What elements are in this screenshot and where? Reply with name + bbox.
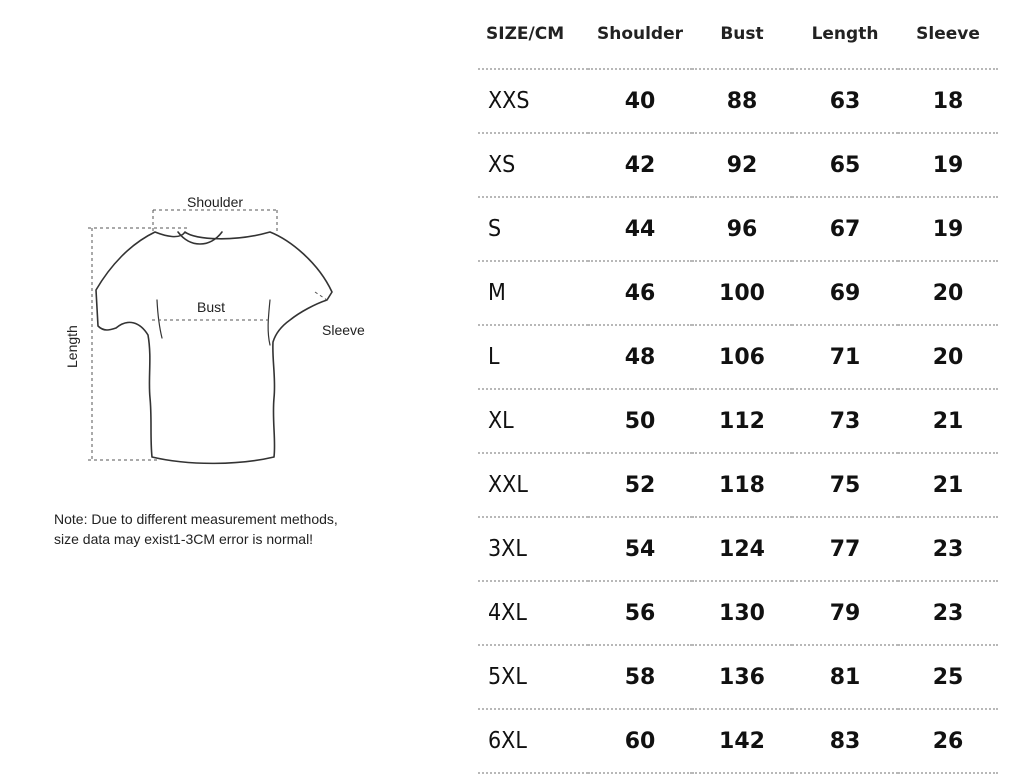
shoulder-label: Shoulder [187,194,243,210]
cell-size: XXL [478,453,588,518]
cell-sleeve: 23 [898,517,998,582]
cell-length: 75 [792,453,898,518]
cell-length: 67 [792,197,898,262]
cell-shoulder: 50 [588,389,692,454]
cell-sleeve: 25 [898,645,998,710]
cell-shoulder: 46 [588,261,692,326]
cell-length: 69 [792,261,898,326]
cell-bust: 142 [692,709,792,774]
header-size: SIZE/CM [486,24,565,44]
cell-length: 81 [792,645,898,710]
cell-shoulder: 40 [588,69,692,134]
cell-bust: 100 [692,261,792,326]
cell-sleeve: 20 [898,261,998,326]
sleeve-measure-line [314,291,331,303]
note-line-1: Note: Due to different measurement metho… [54,511,338,527]
cell-bust: 118 [692,453,792,518]
cell-bust: 88 [692,69,792,134]
header-length: Length [811,24,879,44]
cell-size: 3XL [478,517,588,582]
cell-size: 4XL [478,581,588,646]
cell-bust: 106 [692,325,792,390]
cell-size: XS [478,133,588,198]
cell-sleeve: 21 [898,453,998,518]
header-shoulder: Shoulder [596,24,684,44]
cell-length: 83 [792,709,898,774]
table-header-row: SIZE/CM Shoulder Bust Length Sleeve [478,0,998,69]
cell-size: 6XL [478,709,588,774]
cell-bust: 136 [692,645,792,710]
cell-length: 63 [792,69,898,134]
cell-size: S [478,197,588,262]
cell-length: 65 [792,133,898,198]
cell-length: 77 [792,517,898,582]
cell-sleeve: 21 [898,389,998,454]
header-bust: Bust [720,24,764,44]
cell-bust: 96 [692,197,792,262]
cell-bust: 92 [692,133,792,198]
cell-sleeve: 19 [898,197,998,262]
cell-length: 73 [792,389,898,454]
cell-shoulder: 42 [588,133,692,198]
cell-size: M [478,261,588,326]
cell-sleeve: 19 [898,133,998,198]
sleeve-label: Sleeve [322,322,365,338]
header-sleeve: Sleeve [916,24,980,44]
cell-length: 71 [792,325,898,390]
note-line-2: size data may exist1-3CM error is normal… [54,531,314,547]
cell-size: XXS [478,69,588,134]
cell-bust: 112 [692,389,792,454]
tshirt-diagram: Shoulder Bust Sleeve Length [64,194,365,465]
cell-size: 5XL [478,645,588,710]
cell-shoulder: 54 [588,517,692,582]
cell-bust: 124 [692,517,792,582]
cell-size: XL [478,389,588,454]
bust-label: Bust [197,299,225,315]
cell-shoulder: 58 [588,645,692,710]
cell-shoulder: 60 [588,709,692,774]
cell-bust: 130 [692,581,792,646]
cell-shoulder: 44 [588,197,692,262]
cell-length: 79 [792,581,898,646]
measurement-lines [88,209,331,461]
length-label: Length [64,325,80,368]
cell-sleeve: 26 [898,709,998,774]
cell-shoulder: 48 [588,325,692,390]
cell-sleeve: 23 [898,581,998,646]
cell-shoulder: 56 [588,581,692,646]
cell-size: L [478,325,588,390]
tshirt-outline-icon [95,231,333,465]
cell-shoulder: 52 [588,453,692,518]
measurement-note: Note: Due to different measurement metho… [54,509,414,549]
cell-sleeve: 18 [898,69,998,134]
cell-sleeve: 20 [898,325,998,390]
